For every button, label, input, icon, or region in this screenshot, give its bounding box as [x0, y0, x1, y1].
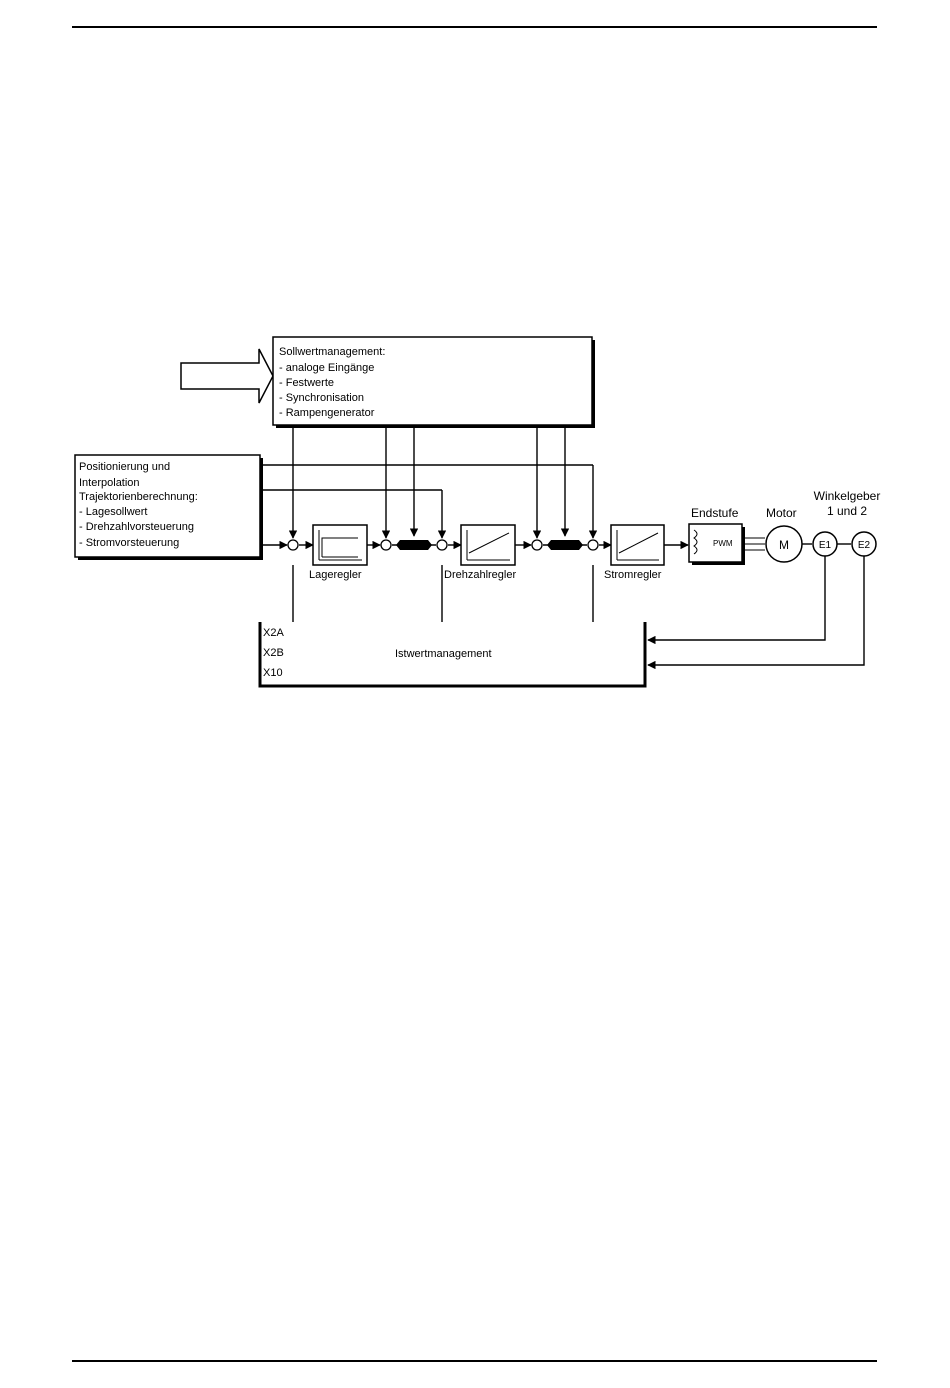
feedback-e2-line	[647, 556, 865, 670]
positioning-line: Interpolation	[79, 477, 140, 489]
positioning-line: - Drehzahlvorsteuerung	[79, 521, 194, 533]
encoder-label: Winkelgeber	[814, 489, 881, 503]
motor-label: Motor	[766, 506, 797, 520]
positioning-line: - Lagesollwert	[79, 506, 147, 518]
position-controller-label: Lageregler	[309, 569, 362, 581]
summing-junction	[380, 539, 392, 551]
setpoint-item: - Festwerte	[279, 377, 334, 389]
positioning-line: Positionierung und	[79, 461, 170, 473]
port-label: X2A	[263, 627, 284, 639]
input-arrow	[180, 348, 274, 404]
speed-controller-label: Drehzahlregler	[444, 569, 516, 581]
current-controller-label: Stromregler	[604, 569, 662, 581]
setpoint-management-box: Sollwertmanagement: - analoge Eingänge -…	[272, 336, 595, 428]
output-stage: Endstufe PWM	[688, 506, 745, 565]
setpoint-item: - analoge Eingänge	[279, 362, 374, 374]
pwm-label: PWM	[713, 539, 733, 548]
setpoint-item: - Synchronisation	[279, 392, 364, 404]
summing-junction	[587, 539, 599, 551]
speed-controller: Drehzahlregler	[444, 524, 516, 581]
feedback-e1-line	[647, 556, 826, 645]
port-label: X2B	[263, 647, 284, 659]
current-controller: Stromregler	[604, 524, 665, 581]
port-label: X10	[263, 667, 283, 679]
encoder-e2-label: E2	[858, 540, 871, 551]
encoders: Winkelgeber 1 und 2 E1 E2	[812, 489, 881, 557]
position-controller: Lageregler	[309, 524, 368, 581]
motor-symbol: M	[779, 538, 789, 552]
output-stage-label: Endstufe	[691, 506, 739, 520]
encoder-label: 1 und 2	[827, 504, 867, 518]
positioning-line: - Stromvorsteuerung	[79, 537, 179, 549]
encoder-e1-label: E1	[819, 540, 832, 551]
actual-value-management-box: X2A X2B X10 Istwertmanagement	[258, 565, 647, 688]
actual-value-label: Istwertmanagement	[395, 648, 492, 660]
summing-junction	[287, 539, 299, 551]
setpoint-item: - Rampengenerator	[279, 407, 375, 419]
summing-junction	[531, 539, 543, 551]
setpoint-title: Sollwertmanagement:	[279, 346, 385, 358]
limiter-block	[547, 540, 583, 550]
limiter-block	[396, 540, 432, 550]
summing-junction	[436, 539, 448, 551]
positioning-line: Trajektorienberechnung:	[79, 491, 198, 503]
motor: Motor M	[765, 506, 803, 563]
positioning-box: Positionierung und Interpolation Trajekt…	[74, 454, 263, 560]
